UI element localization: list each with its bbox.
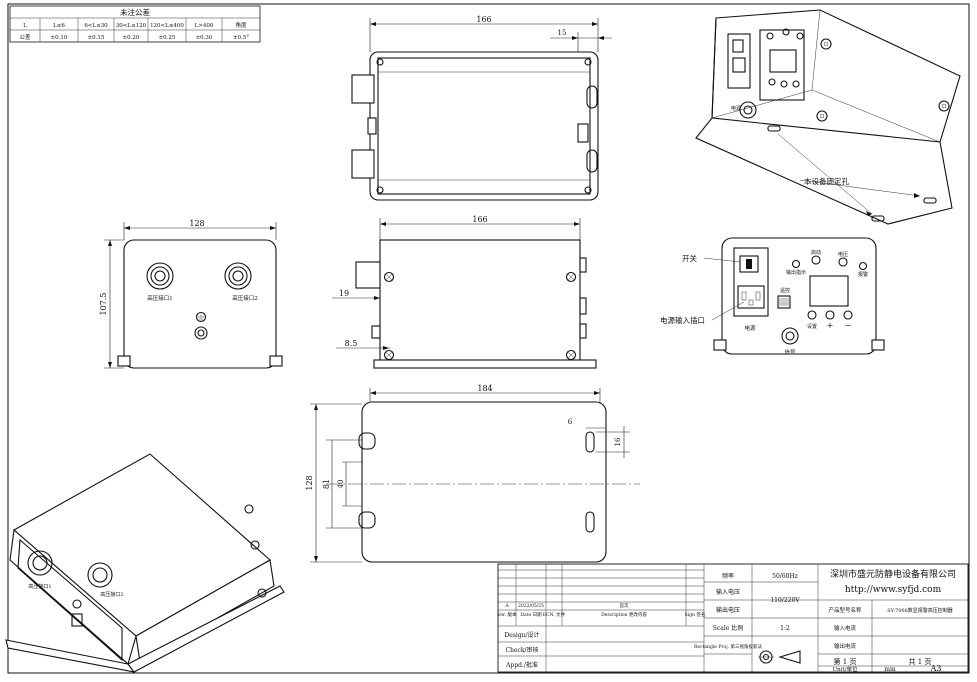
rear-minus-symbol: − <box>845 321 852 330</box>
tol-r2-c5: ±0.30 <box>196 35 213 41</box>
tolerance-table: 未注公差 L L≤6 6<L≤30 30<L≤120 120<L≤400 L>4… <box>9 5 261 43</box>
scale-label: Scale 比例 <box>713 624 743 632</box>
tol-r2-c2: ±0.15 <box>88 35 105 41</box>
rear-alarm-label: 报警 <box>858 271 868 278</box>
rev-h-ver: Ver. 版本 <box>496 611 517 618</box>
dim-front-107: 107.5 <box>99 293 108 316</box>
tol-r1-c4: 120<L≤400 <box>150 23 184 29</box>
dim-bottom-81: 81 <box>322 479 331 489</box>
rear-signal-label: 信号 <box>784 348 796 356</box>
iso-power-label: 电源 <box>731 105 741 112</box>
top-view: 166 15 <box>351 15 612 201</box>
input-current-label: 输入电流 <box>834 624 857 632</box>
dim-bottom-40: 40 <box>337 480 345 489</box>
rear-power-label: 电源 <box>744 324 756 332</box>
sheet-total: 共 1 页 <box>909 657 932 666</box>
rear-plus-symbol: + <box>827 321 834 330</box>
iso-out2-label: 高压接口2 <box>100 591 123 598</box>
front-out2-label: 高压接口2 <box>232 294 258 302</box>
sheet-border <box>7 3 970 674</box>
tol-r1-c1: L≤6 <box>53 23 65 29</box>
rev-h-date: Date 日期 <box>520 612 542 618</box>
dim-front-128: 128 <box>189 219 204 228</box>
rev-date: 2022/05/25 <box>518 603 544 609</box>
tolerance-title: 未注公差 <box>120 7 150 17</box>
unit-label: Unit/单位 <box>833 665 858 673</box>
output-voltage-label: 输出电压 <box>716 606 740 614</box>
company-website: http://www.syfjd.com <box>845 585 942 595</box>
rear-switch-callout: 开关 <box>682 253 697 263</box>
iso-mount-holes-label: 本设备固定孔 <box>804 176 849 186</box>
unit-value: mm <box>884 666 896 673</box>
output-current-label: 输出电流 <box>834 642 857 650</box>
paper-size: A3 <box>930 664 942 673</box>
bottom-view: 184 6 16 128 81 40 <box>305 384 640 563</box>
tol-r1-c2: 6<L≤30 <box>84 23 108 29</box>
iso-out1-label: 高压接口1 <box>28 583 51 590</box>
check-label: Check/审核 <box>505 646 538 654</box>
tol-r1-c3: 30<L≤120 <box>116 23 147 29</box>
dim-side-166: 166 <box>472 215 487 224</box>
scale-value: 1:2 <box>780 625 790 632</box>
tol-r2-c1: ±0.10 <box>51 35 68 41</box>
product-model-label: 产品型号名称 <box>828 606 862 614</box>
side-view: 166 19 8.5 <box>332 215 597 369</box>
rev-h-ecn: ECN. 文件 <box>543 611 566 618</box>
company-name: 深圳市盛元防静电设备有限公司 <box>830 568 956 580</box>
tol-r1-c6: 角度 <box>235 21 247 29</box>
tol-r1-c0: L <box>23 23 27 29</box>
input-voltage-value: 110/220V <box>770 597 800 604</box>
dim-bottom-184: 184 <box>477 384 492 393</box>
rear-voltage-label: 电压 <box>838 251 848 258</box>
rev-h-sign: Sign 签名 <box>685 611 706 618</box>
design-label: Design/设计 <box>504 631 539 639</box>
rear-start-label: 启动 <box>811 249 821 256</box>
product-model-value: SY-7008数显报警高压控制器 <box>887 607 953 614</box>
input-voltage-label: 输入电压 <box>716 588 740 596</box>
dim-top-166: 166 <box>476 15 491 24</box>
dim-side-85: 8.5 <box>345 339 358 348</box>
tol-r1-c5: L>400 <box>195 23 214 29</box>
dim-top-15: 15 <box>558 29 567 37</box>
dim-bottom-128: 128 <box>305 475 314 490</box>
iso-front-view: 高压接口1 高压接口2 <box>5 453 285 673</box>
rev-ver: A <box>504 603 509 609</box>
rear-remote-label: 遥控 <box>780 287 790 294</box>
front-out1-label: 高压接口1 <box>147 294 173 302</box>
frequency-value: 50/60Hz <box>772 573 798 580</box>
projection-label: Rectangle Proj. 第三视角投影法 <box>694 643 763 650</box>
dim-side-19: 19 <box>339 289 349 298</box>
dim-bottom-6: 6 <box>568 418 573 426</box>
sheet-number: 第 1 页 <box>834 657 857 666</box>
tol-r2-c3: ±0.20 <box>123 35 140 41</box>
dim-bottom-16: 16 <box>614 437 622 446</box>
rear-panel-view: 电源 信号 输出指示 启动 电压 报警 遥控 设置 + − 开关 电源输入插口 <box>660 237 885 356</box>
rev-h-desc: Description 更改内容 <box>601 611 647 618</box>
tol-r2-c4: ±0.25 <box>159 35 176 41</box>
rev-desc: 首次 <box>620 602 629 609</box>
rear-output-indicator-label: 输出指示 <box>786 269 806 276</box>
tol-r2-c6: ±0.5° <box>233 35 249 41</box>
rear-settings-label: 设置 <box>807 323 817 330</box>
iso-rear-view: 电源 本设备固定孔 <box>695 9 961 225</box>
projection-symbol <box>758 650 801 664</box>
rear-inlet-callout: 电源输入插口 <box>660 315 705 325</box>
front-view: 128 107.5 高压接口1 高压接口2 <box>99 219 283 369</box>
appd-label: Appd./批准 <box>505 661 538 669</box>
title-block: A 2022/05/25 首次 Ver. 版本 Date 日期 ECN. 文件 … <box>496 563 969 673</box>
tol-r2-c0: 公差 <box>19 33 31 41</box>
frequency-label: 频率 <box>722 572 734 580</box>
